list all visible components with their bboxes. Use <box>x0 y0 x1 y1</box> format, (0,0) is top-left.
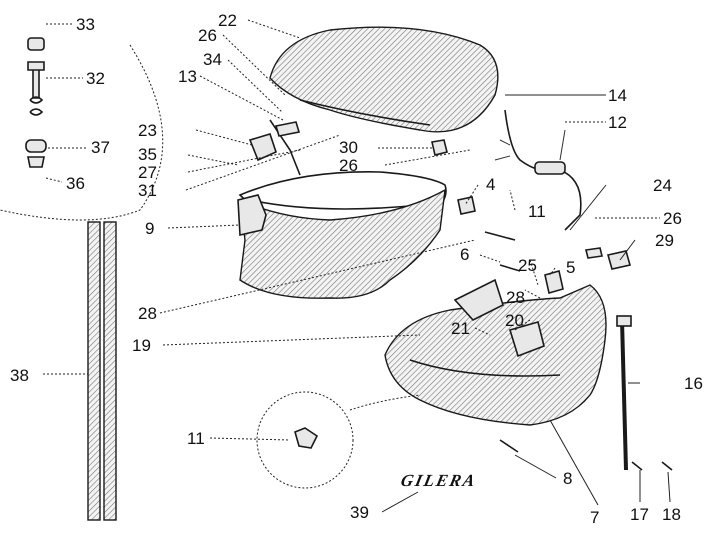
callout-29: 29 <box>655 231 674 250</box>
callout-13: 13 <box>178 67 197 86</box>
clip-30 <box>431 139 448 156</box>
callout-34: 34 <box>203 50 222 69</box>
storage-tray <box>237 119 447 299</box>
leader-lines <box>43 19 671 513</box>
callout-26: 26 <box>198 26 217 45</box>
part-32-bolt <box>27 61 45 99</box>
callout-19: 19 <box>132 336 151 355</box>
part-spring <box>29 96 44 116</box>
callout-9: 9 <box>145 219 154 238</box>
bracket-23 <box>248 133 277 162</box>
callout-20: 20 <box>505 311 524 330</box>
callout-27: 27 <box>138 163 157 182</box>
bracket-34 <box>274 121 301 137</box>
callout-21: 21 <box>451 319 470 338</box>
callout-11a: 11 <box>528 202 546 221</box>
part-37-washer <box>25 139 47 153</box>
part-33-nut <box>27 37 45 51</box>
callout-18: 18 <box>662 505 681 524</box>
callout-28b: 28 <box>138 304 157 323</box>
callout-4: 4 <box>486 175 495 194</box>
detail-circle <box>256 391 354 489</box>
callout-14: 14 <box>608 86 627 105</box>
bracket-28 <box>453 278 504 321</box>
rod-16 <box>616 315 632 471</box>
small-brackets <box>248 121 632 295</box>
callout-11b: 11 <box>187 429 205 448</box>
wiring-harness <box>494 109 582 231</box>
seat-cover-22 <box>269 26 499 133</box>
clip-4 <box>457 196 476 215</box>
callout-26c: 26 <box>663 209 682 228</box>
callout-33: 33 <box>76 15 95 34</box>
callout-36: 36 <box>66 174 85 193</box>
callout-37: 37 <box>91 138 110 157</box>
callout-22: 22 <box>218 11 237 30</box>
callout-5: 5 <box>566 258 575 277</box>
callout-6: 6 <box>460 245 469 264</box>
callout-12: 12 <box>608 113 627 132</box>
clip-5 <box>544 269 564 295</box>
callout-25: 25 <box>518 256 537 275</box>
callout-35: 35 <box>138 145 157 164</box>
callout-8: 8 <box>563 469 572 488</box>
clip-29 <box>606 250 632 270</box>
bolt-18 <box>661 461 673 471</box>
bolt-8 <box>499 439 519 453</box>
callout-30: 30 <box>339 138 358 157</box>
callout-24: 24 <box>653 176 672 195</box>
fastener-group <box>0 23 164 221</box>
bolt-17 <box>631 461 643 471</box>
trim-strips-38 <box>87 221 117 521</box>
callout-38: 38 <box>10 366 29 385</box>
callout-26b: 26 <box>339 156 358 175</box>
callout-31: 31 <box>138 181 157 200</box>
part-36-grommet <box>27 156 45 168</box>
bolt-6 <box>499 264 521 272</box>
callout-32: 32 <box>86 69 105 88</box>
gilera-logo: GILERA <box>399 471 478 490</box>
callout-23: 23 <box>138 121 157 140</box>
bolt-11 <box>484 231 516 241</box>
callout-16: 16 <box>684 374 703 393</box>
front-cover-7 <box>384 278 607 426</box>
clip-26 <box>585 247 603 259</box>
gilera-logo-text: GILERA <box>399 471 478 490</box>
callout-numbers: 33 32 37 36 26 22 34 13 23 35 27 31 9 30… <box>10 11 703 527</box>
callout-17: 17 <box>630 505 649 524</box>
callout-7: 7 <box>590 508 599 527</box>
bracket-20 <box>508 321 545 358</box>
callout-28: 28 <box>506 288 525 307</box>
callout-39: 39 <box>350 503 369 522</box>
